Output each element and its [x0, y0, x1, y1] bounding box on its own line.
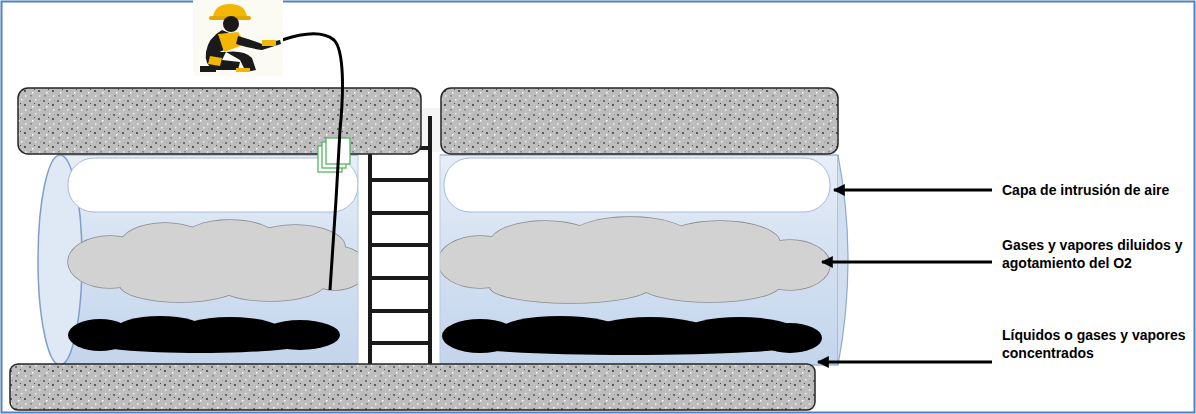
liquid-pool	[68, 316, 822, 355]
callout-label: Capa de intrusión de aire	[1002, 181, 1190, 199]
callout-label: Líquidos o gases y vapores concentrados	[1002, 326, 1190, 362]
detector-device	[318, 138, 350, 172]
gas-cloud	[68, 217, 830, 303]
sampling-hose	[282, 34, 342, 290]
air-layer	[68, 158, 830, 212]
worker	[193, 0, 283, 76]
concrete-slab	[10, 88, 838, 410]
callout-arrow	[818, 190, 992, 362]
tube	[38, 155, 848, 365]
callout-label: Gases y vapores diluidos y agotamiento d…	[1002, 236, 1190, 272]
